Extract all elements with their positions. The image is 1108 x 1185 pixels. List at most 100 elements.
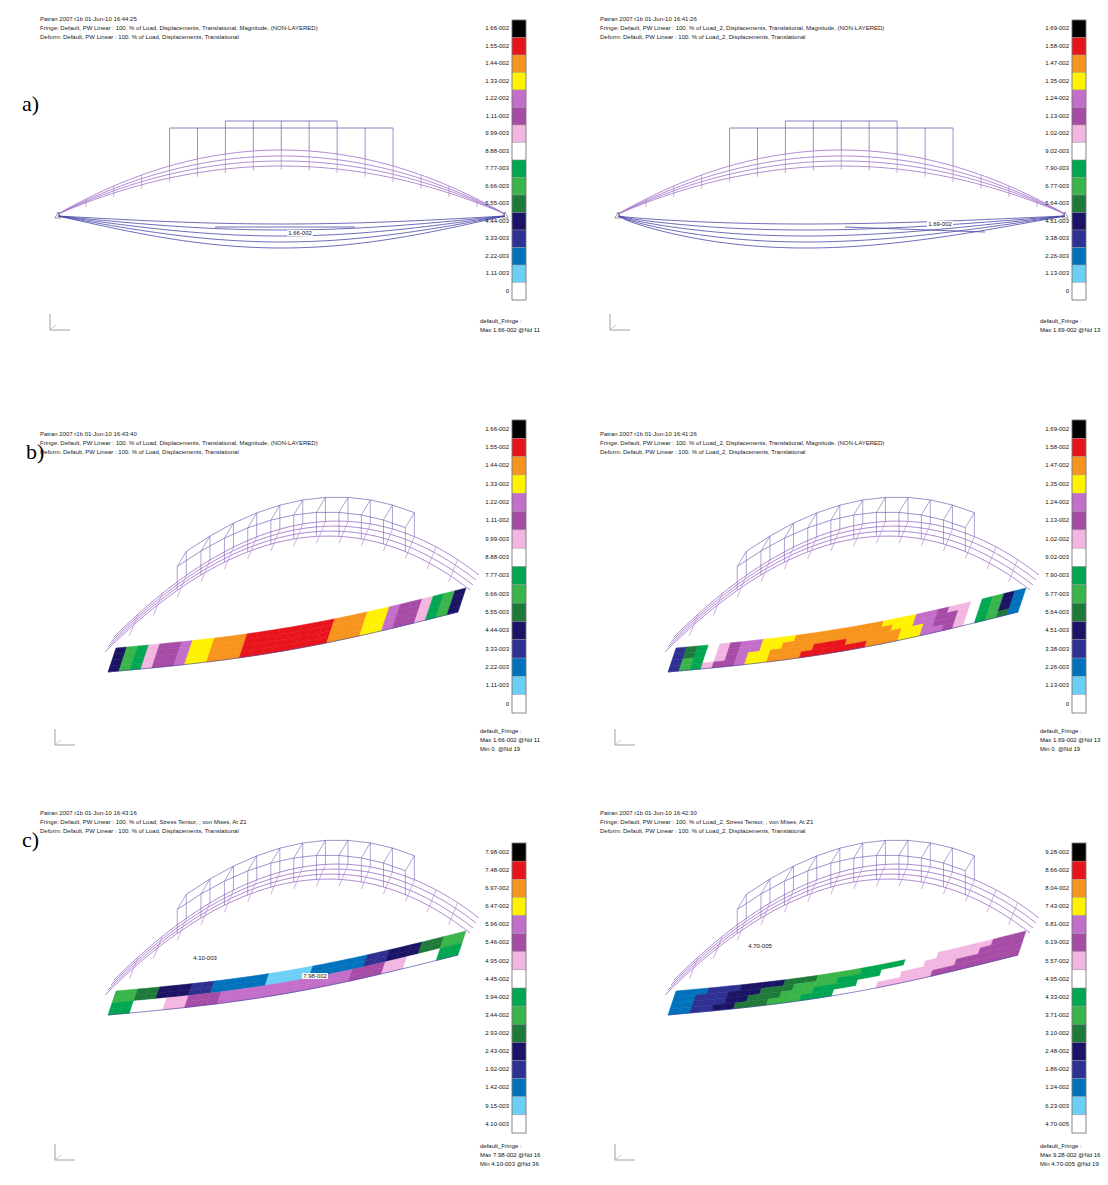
scale-cell <box>1072 676 1086 694</box>
arch-rib <box>108 531 473 647</box>
hanger <box>1009 903 1018 925</box>
bridge-elevation <box>615 121 1068 248</box>
hanger <box>784 890 793 912</box>
deck-edge <box>108 955 458 1015</box>
bridge-isometric <box>105 840 479 1015</box>
axis-line <box>55 1144 56 1160</box>
frame-post <box>270 863 271 887</box>
fringe-max: Max 1.69-002 @Nd 13 <box>1040 737 1100 744</box>
scale-cell <box>1072 90 1086 108</box>
frame-post <box>853 515 854 539</box>
scale-cell <box>1072 55 1086 73</box>
plot-header: Patran 2007 r1b 01-Jun-10 16:44:25 <box>40 16 137 23</box>
plot-header: Patran 2007 r1b 01-Jun-10 16:43:40 <box>40 431 137 438</box>
hanger <box>876 864 885 886</box>
frame-post <box>270 520 271 544</box>
value-marker: 1.66-002 <box>287 230 313 237</box>
fringe-max: Max 1.66-002 @Nd 11 <box>480 327 540 334</box>
frame-tie <box>339 840 348 855</box>
scale-cell <box>1072 1006 1086 1024</box>
scale-value: 4.70-005 <box>1045 1121 1069 1128</box>
scale-value: 4.44-003 <box>485 218 509 225</box>
plot-header: Deform: Default, PW Linear : 100. % of L… <box>600 449 805 456</box>
frame-post <box>392 505 393 529</box>
scale-value: 8.04-002 <box>1045 885 1069 892</box>
axis-line <box>610 314 611 330</box>
frame-post <box>813 121 814 151</box>
scale-value: 7.98-002 <box>485 849 509 856</box>
color-scale <box>512 420 526 713</box>
scale-cell <box>1072 621 1086 639</box>
hanger <box>921 867 930 889</box>
frame-tie <box>965 856 974 871</box>
scale-value: 1.22-002 <box>485 95 509 102</box>
frame-post <box>807 871 808 895</box>
scale-cell <box>1072 438 1086 456</box>
scale-value: 0 <box>1066 288 1069 295</box>
deck-fringe <box>996 952 1009 961</box>
hanger <box>943 872 952 894</box>
deck-fringe <box>447 949 460 958</box>
frame-top <box>177 512 405 566</box>
arch-rib <box>105 536 470 652</box>
frame-post <box>746 551 747 575</box>
frame-post <box>952 505 953 529</box>
scale-cell <box>512 1024 526 1042</box>
scale-frame <box>1072 20 1086 300</box>
value-marker: 7.98-002 <box>302 973 328 980</box>
frame-top <box>737 512 965 566</box>
frame-post <box>338 855 339 879</box>
frame-tie <box>316 497 325 512</box>
frame-post <box>965 871 966 895</box>
hanger <box>761 560 770 582</box>
scale-value: 1.42-002 <box>485 1084 509 1091</box>
frame-post <box>876 512 877 536</box>
frame-post <box>302 843 303 867</box>
scale-cell <box>512 1006 526 1024</box>
scale-value: 1.02-002 <box>1045 130 1069 137</box>
arch-rib <box>618 150 1065 214</box>
scale-value: 1.35-002 <box>1045 481 1069 488</box>
frame-top <box>746 497 974 551</box>
plot-header: Deform: Default, PW Linear : 100. % of L… <box>40 828 239 835</box>
plot-header: Patran 2007 r1b 01-Jun-10 16:41:26 <box>600 431 697 438</box>
scale-value: 1.44-002 <box>485 60 509 67</box>
frame-post <box>225 121 226 154</box>
frame-post <box>224 538 225 562</box>
frame-post <box>247 528 248 552</box>
hanger <box>729 166 730 182</box>
hanger <box>477 199 478 207</box>
hanger <box>85 199 86 207</box>
frame-tie <box>854 843 863 858</box>
bridge-isometric <box>105 497 479 672</box>
frame-tie <box>737 894 746 909</box>
scale-frame <box>1072 843 1086 1133</box>
frame-post <box>907 497 908 521</box>
value-marker: 1.69-002 <box>927 221 953 228</box>
scale-value: 9.02-003 <box>1045 554 1069 561</box>
scale-value: 8.88-003 <box>485 148 509 155</box>
frame-tie <box>943 505 952 520</box>
hanger <box>943 529 952 551</box>
frame-post <box>737 909 738 933</box>
scale-cell <box>1072 512 1086 530</box>
scale-value: 2.26-003 <box>1045 664 1069 671</box>
value-marker: 4.10-003 <box>192 955 218 962</box>
hanger <box>129 614 138 636</box>
plot-header: Deform: Default, PW Linear : 100. % of L… <box>600 34 805 41</box>
frame-top <box>785 121 897 122</box>
scale-cell <box>512 934 526 952</box>
scale-value: 2.48-002 <box>1045 1048 1069 1055</box>
frame-top <box>170 128 393 129</box>
scale-value: 1.69-002 <box>1045 426 1069 433</box>
hanger <box>337 154 338 173</box>
axis-line <box>50 325 56 330</box>
frame-post <box>293 858 294 882</box>
hanger <box>248 537 257 559</box>
hanger <box>689 614 698 636</box>
scale-cell <box>512 970 526 988</box>
frame-tie <box>737 551 746 566</box>
axis-triad <box>615 1144 635 1160</box>
arch-rib <box>114 864 479 980</box>
